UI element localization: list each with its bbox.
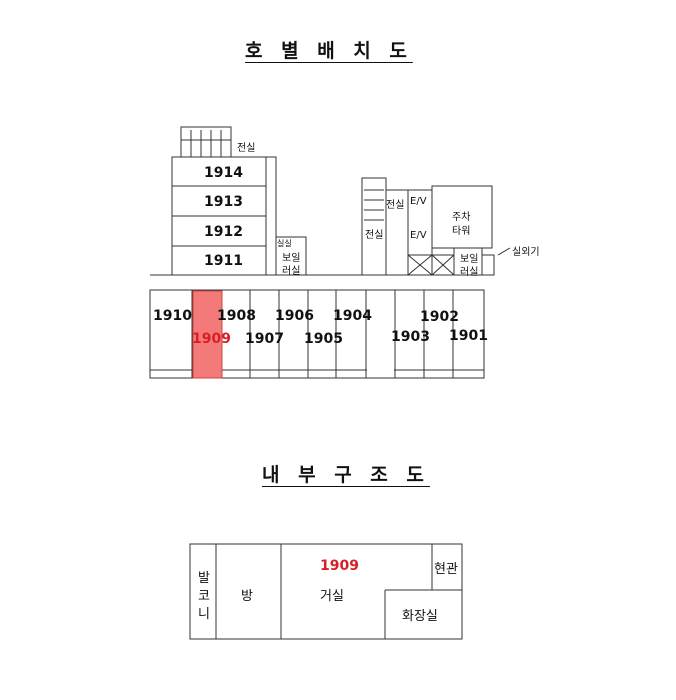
- unit-1913[interactable]: 1913: [204, 194, 243, 210]
- unit-1909-highlight[interactable]: [192, 290, 223, 379]
- unit-1912[interactable]: 1912: [204, 224, 243, 240]
- room-label: 방: [241, 589, 253, 604]
- balcony-char-2: 코: [198, 589, 210, 604]
- unit-1902[interactable]: 1902: [420, 309, 459, 325]
- unit-1911[interactable]: 1911: [204, 253, 243, 269]
- floor-layout-lines: [149, 126, 511, 379]
- outdoor-unit-label: 실외기: [512, 247, 540, 258]
- living-room-label: 거실: [320, 589, 344, 604]
- interior-unit-number: 1909: [320, 558, 359, 574]
- parking-top-label: 주차: [452, 212, 471, 223]
- small-room-label: 실실: [277, 239, 292, 248]
- unit-1910[interactable]: 1910: [153, 308, 192, 324]
- unit-1906[interactable]: 1906: [275, 308, 314, 324]
- unit-1907[interactable]: 1907: [245, 331, 284, 347]
- electric-room-label: 전실: [237, 143, 256, 154]
- electric-room-3-label: 전실: [365, 230, 384, 241]
- unit-1901[interactable]: 1901: [449, 328, 488, 344]
- bathroom-label: 화장실: [402, 609, 438, 624]
- layout-title: 호 별 배 치 도: [245, 40, 413, 62]
- unit-1905[interactable]: 1905: [304, 331, 343, 347]
- entrance-label: 현관: [434, 562, 458, 577]
- electric-room-2-label: 전실: [386, 200, 405, 211]
- unit-1904[interactable]: 1904: [333, 308, 372, 324]
- unit-1903[interactable]: 1903: [391, 329, 430, 345]
- parking-bottom-label: 타워: [452, 226, 471, 237]
- elevator-1-label: E/V: [410, 196, 427, 207]
- unit-1908[interactable]: 1908: [217, 308, 256, 324]
- balcony-char-3: 니: [198, 607, 210, 622]
- boiler-room-2-top-label: 보일: [460, 254, 479, 265]
- boiler-room-bottom-label: 러실: [282, 266, 301, 277]
- balcony-char-1: 발: [198, 571, 210, 586]
- boiler-room-2-bottom-label: 러실: [460, 267, 479, 278]
- unit-1909[interactable]: 1909: [192, 331, 231, 347]
- unit-1914[interactable]: 1914: [204, 165, 243, 181]
- elevator-2-label: E/V: [410, 230, 427, 241]
- interior-title: 내 부 구 조 도: [262, 464, 430, 486]
- boiler-room-top-label: 보일: [282, 253, 301, 264]
